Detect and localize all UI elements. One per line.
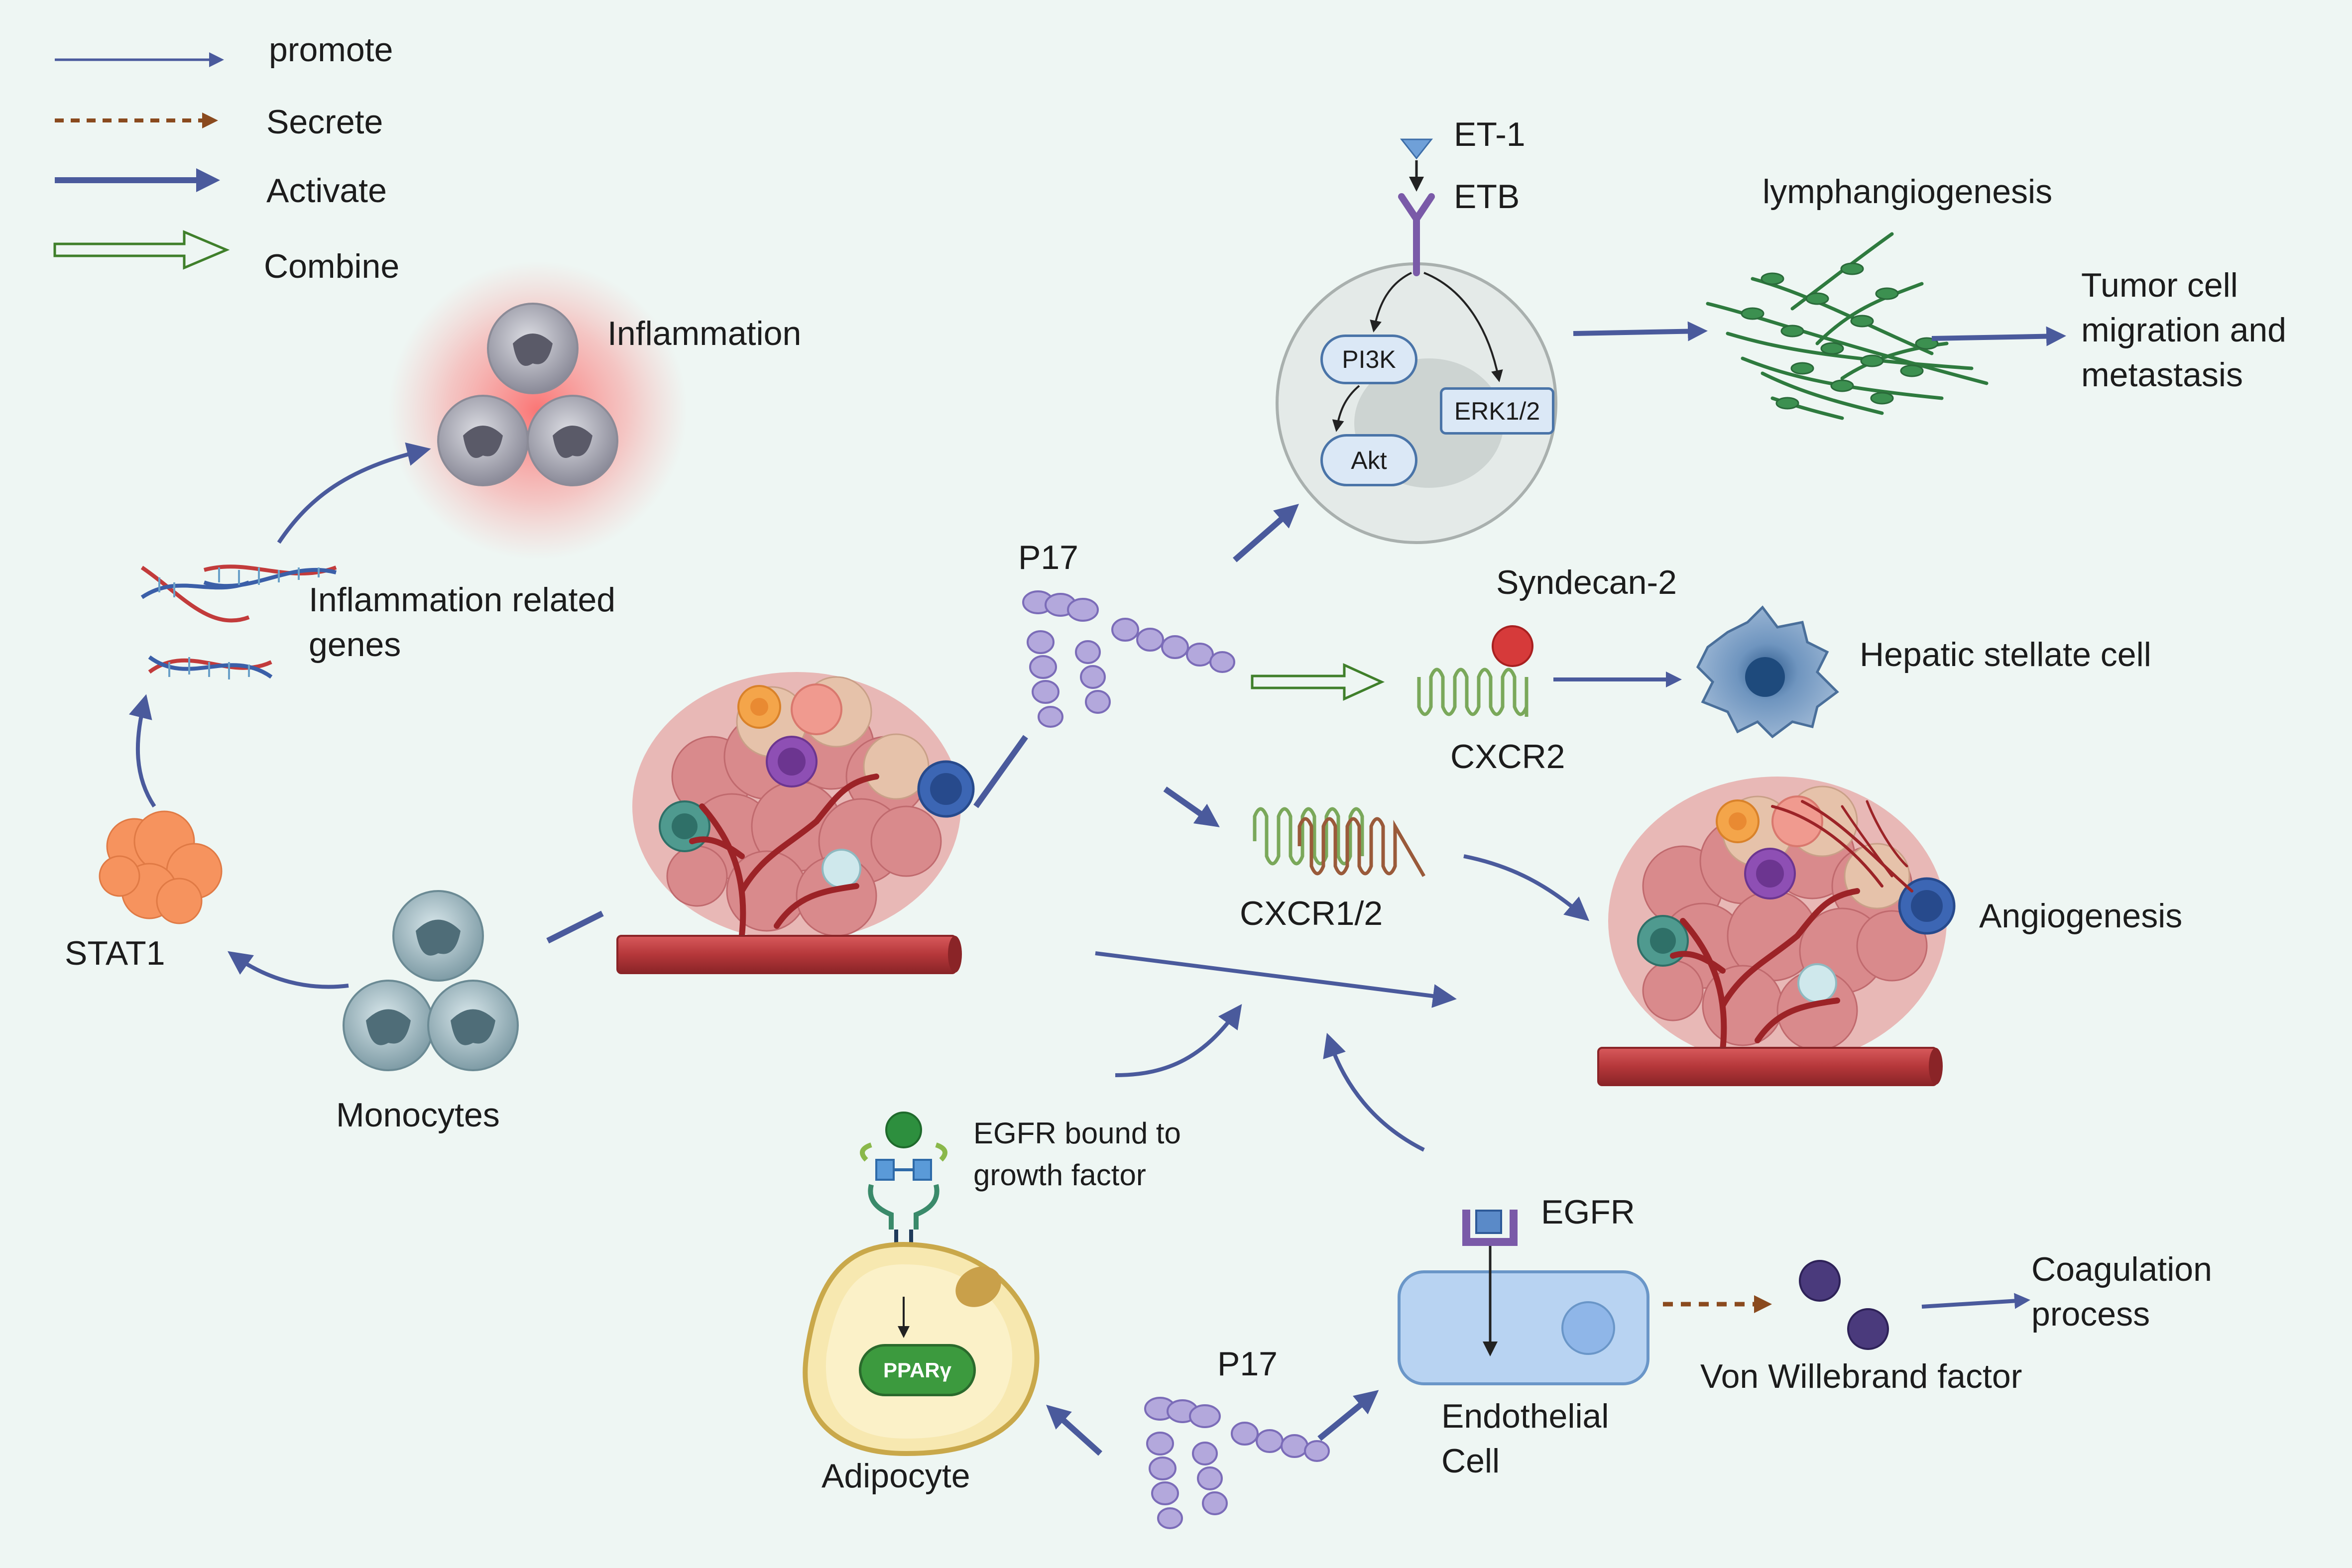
cxcr2-label: CXCR2: [1450, 738, 1565, 776]
p17-top-label: P17: [1018, 539, 1078, 576]
arrow-vwf-to-coagulation: [1921, 1293, 2030, 1309]
arrow-etb-to-erk: [1423, 272, 1503, 382]
p17-protein-icon-bottom: [1144, 1397, 1330, 1529]
inflammation-label: Inflammation: [607, 315, 802, 352]
cxcr2-receptor-icon: [1417, 668, 1529, 717]
arrow-genes-to-inflammation: [277, 442, 431, 544]
adipocyte-label: Adipocyte: [822, 1457, 970, 1495]
arrow-tumor-to-angiogenesis: [1095, 951, 1457, 1008]
tumor-migration-label: Tumor cell migration and metastasis: [2081, 266, 2287, 394]
endothelial-cell: [1398, 1270, 1649, 1385]
arrow-endothelial-up: [1323, 1032, 1425, 1152]
et1-ligand-icon: [1400, 138, 1433, 160]
arrow-p17-to-cxcr12: [1163, 786, 1220, 827]
arrow-cell-to-lymph: [1573, 321, 1708, 341]
vwf-label: Von Willebrand factor: [1700, 1357, 2022, 1395]
syndecan2-ligand-icon: [1492, 625, 1533, 667]
stat1-protein-icon: [99, 810, 223, 924]
monocytes-label: Monocytes: [336, 1096, 500, 1134]
tumor-left: [616, 672, 975, 974]
cxcr12-receptor-icon: [1253, 807, 1364, 866]
vwf-molecule-icon-2: [1847, 1308, 1889, 1350]
pi3k-node: PI3K: [1320, 335, 1417, 384]
arrow-monocytes-to-stat1: [227, 951, 349, 989]
endothelial-cell-label: Endothelial Cell: [1441, 1397, 1609, 1480]
coagulation-label: Coagulation process: [2031, 1250, 2212, 1333]
link-tumor-p17: [973, 735, 1028, 808]
syndecan2-label: Syndecan-2: [1496, 563, 1677, 601]
p17-bottom-label: P17: [1217, 1345, 1278, 1383]
dna-icon: [140, 564, 337, 679]
etb-label: ETB: [1454, 178, 1520, 216]
legend-combine-label: Combine: [264, 247, 400, 285]
combine-arrow-p17-cxcr2: [1251, 663, 1385, 701]
stat1-label: STAT1: [65, 934, 165, 972]
tumor-right: [1597, 777, 1956, 1086]
egfr-label: EGFR: [1541, 1193, 1635, 1231]
angiogenesis-label: Angiogenesis: [1979, 897, 2183, 935]
vwf-molecule-icon: [1799, 1260, 1841, 1302]
arrow-pi3k-to-akt: [1332, 385, 1360, 432]
arrow-adipocyte-up: [1115, 1004, 1242, 1077]
lymphatic-node-icons: [1741, 262, 1939, 410]
et1-label: ET-1: [1454, 115, 1526, 153]
hepatic-stellate-cell-label: Hepatic stellate cell: [1860, 636, 2151, 673]
lymphangiogenesis-label: lymphangiogenesis: [1763, 173, 2053, 211]
hepatic-stellate-cell-icon: [1696, 605, 1839, 739]
arrow-etb-to-pi3k: [1370, 272, 1412, 333]
arrow-p17-to-adipocyte: [1046, 1404, 1103, 1456]
erk-node: ERK1/2: [1440, 387, 1554, 435]
cxcr12-receptor-icon-2: [1297, 817, 1426, 877]
egfr-receptor-icon: [1462, 1210, 1518, 1246]
legend-combine-arrow: [53, 230, 230, 270]
cxcr12-label: CXCR1/2: [1240, 895, 1383, 932]
arrow-lymph-to-migration: [1931, 326, 2066, 346]
legend-activate-label: Activate: [266, 172, 387, 210]
growth-factor-icon: [885, 1112, 922, 1148]
legend-promote-label: promote: [269, 31, 393, 69]
inflammation-genes-label: Inflammation related genes: [309, 581, 616, 664]
endothelial-nucleus: [1561, 1301, 1615, 1355]
arrow-stat1-to-genes: [128, 694, 156, 808]
monocyte-cells: [343, 890, 519, 1071]
arrow-p17-to-cell: [1233, 504, 1299, 562]
arrow-cxcr12-to-angiogenesis: [1463, 854, 1590, 921]
etb-receptor-icon: [1398, 193, 1435, 276]
arrow-p17-to-endothelial: [1317, 1390, 1379, 1441]
link-monocytes-tumor: [546, 910, 604, 944]
akt-node: Akt: [1320, 434, 1417, 486]
egfr-bound-label: EGFR bound to growth factor: [973, 1117, 1181, 1192]
p17-protein-icon-top: [1022, 590, 1235, 728]
inflammation-cells: [388, 261, 687, 560]
pparg-node: PPARγ: [859, 1344, 976, 1396]
legend-secrete-label: Secrete: [266, 103, 383, 141]
